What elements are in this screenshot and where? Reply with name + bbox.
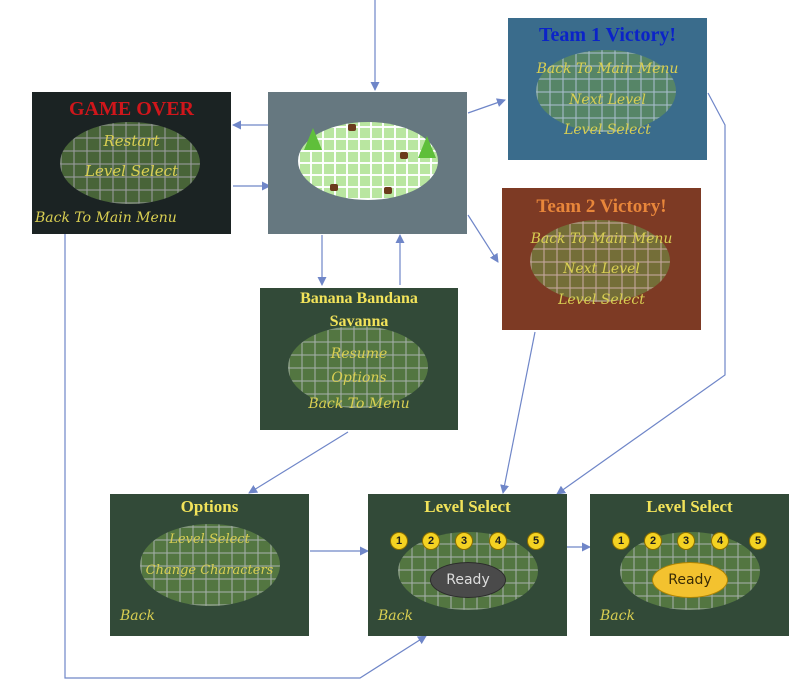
back-button[interactable]: Back bbox=[120, 608, 155, 624]
back-button[interactable]: Back bbox=[600, 608, 635, 624]
level-button-1[interactable]: 1 bbox=[390, 532, 408, 550]
menu-item-level-select[interactable]: Level Select bbox=[84, 162, 178, 180]
level-button-2[interactable]: 2 bbox=[422, 532, 440, 550]
map-thumbnail bbox=[288, 326, 428, 408]
menu-item-level-select[interactable]: Level Select bbox=[169, 532, 250, 547]
options-title: Options bbox=[180, 497, 239, 516]
options-screen: Options Level Select Change Characters B… bbox=[110, 494, 309, 636]
tree-icon bbox=[304, 128, 322, 150]
menu-item-back-to-menu[interactable]: Back To Menu bbox=[308, 396, 410, 412]
menu-item-options[interactable]: Options bbox=[331, 370, 387, 386]
arrow-game-over-to-level-select bbox=[64, 225, 427, 679]
menu-item-resume[interactable]: Resume bbox=[330, 346, 388, 362]
team1-victory-title: Team 1 Victory! bbox=[538, 24, 676, 46]
level-buttons: 1 2 3 4 5 bbox=[610, 532, 775, 552]
menu-item-back-to-main-menu[interactable]: Back To Main Menu bbox=[530, 231, 673, 247]
level-button-3[interactable]: 3 bbox=[455, 532, 473, 550]
tree-icon bbox=[418, 136, 436, 158]
level-button-5[interactable]: 5 bbox=[749, 532, 767, 550]
back-button[interactable]: Back bbox=[378, 608, 413, 624]
pause-title-line1: Banana Bandana bbox=[300, 290, 418, 307]
level-select-title: Level Select bbox=[646, 497, 733, 516]
arrow-team1-to-level-select bbox=[556, 92, 726, 495]
level-buttons: 1 2 3 4 5 bbox=[388, 532, 553, 552]
map-thumbnail bbox=[536, 50, 676, 132]
team2-victory-screen: Team 2 Victory! Back To Main Menu Next L… bbox=[502, 188, 701, 330]
menu-item-level-select[interactable]: Level Select bbox=[564, 122, 651, 138]
menu-item-next-level[interactable]: Next Level bbox=[569, 92, 646, 108]
menu-item-level-select[interactable]: Level Select bbox=[558, 292, 645, 308]
level-button-5[interactable]: 5 bbox=[527, 532, 545, 550]
pause-screen: Banana Bandana Savanna Resume Options Ba… bbox=[260, 288, 458, 430]
gameplay-screen bbox=[268, 92, 467, 234]
menu-item-next-level[interactable]: Next Level bbox=[563, 261, 640, 277]
level-button-2[interactable]: 2 bbox=[644, 532, 662, 550]
level-select-title: Level Select bbox=[424, 497, 511, 516]
menu-item-change-characters[interactable]: Change Characters bbox=[145, 563, 274, 578]
level-button-4[interactable]: 4 bbox=[489, 532, 507, 550]
menu-item-back-to-main-menu[interactable]: Back To Main Menu bbox=[536, 61, 679, 77]
ready-button[interactable]: Ready bbox=[430, 562, 506, 598]
rock-icon bbox=[330, 184, 338, 191]
map-thumbnail bbox=[60, 122, 200, 204]
rock-icon bbox=[400, 152, 408, 159]
map-thumbnail bbox=[140, 524, 280, 606]
level-button-4[interactable]: 4 bbox=[711, 532, 729, 550]
ready-button[interactable]: Ready bbox=[652, 562, 728, 598]
rock-icon bbox=[384, 187, 392, 194]
rock-icon bbox=[348, 124, 356, 131]
game-over-screen: GAME OVER Restart Level Select Back To M… bbox=[32, 92, 231, 234]
gameplay-arena-icon bbox=[298, 122, 438, 200]
arrow-gameplay-to-team1 bbox=[467, 98, 506, 114]
back-to-main-menu-button[interactable]: Back To Main Menu bbox=[35, 210, 177, 226]
game-over-title: GAME OVER bbox=[69, 98, 194, 120]
level-select-ready-screen: Level Select 1 2 3 4 5 Ready Back bbox=[590, 494, 789, 636]
arrow-team2-to-level-select bbox=[500, 331, 536, 494]
arrow-pause-to-options bbox=[248, 431, 349, 494]
team2-victory-title: Team 2 Victory! bbox=[536, 196, 667, 217]
level-button-1[interactable]: 1 bbox=[612, 532, 630, 550]
arrow-gameplay-to-team2 bbox=[467, 214, 499, 263]
level-select-screen: Level Select 1 2 3 4 5 Ready Back bbox=[368, 494, 567, 636]
menu-item-restart[interactable]: Restart bbox=[103, 132, 160, 150]
team1-victory-screen: Team 1 Victory! Back To Main Menu Next L… bbox=[508, 18, 707, 160]
pause-title-line2: Savanna bbox=[329, 313, 389, 330]
map-thumbnail bbox=[530, 220, 670, 302]
level-button-3[interactable]: 3 bbox=[677, 532, 695, 550]
